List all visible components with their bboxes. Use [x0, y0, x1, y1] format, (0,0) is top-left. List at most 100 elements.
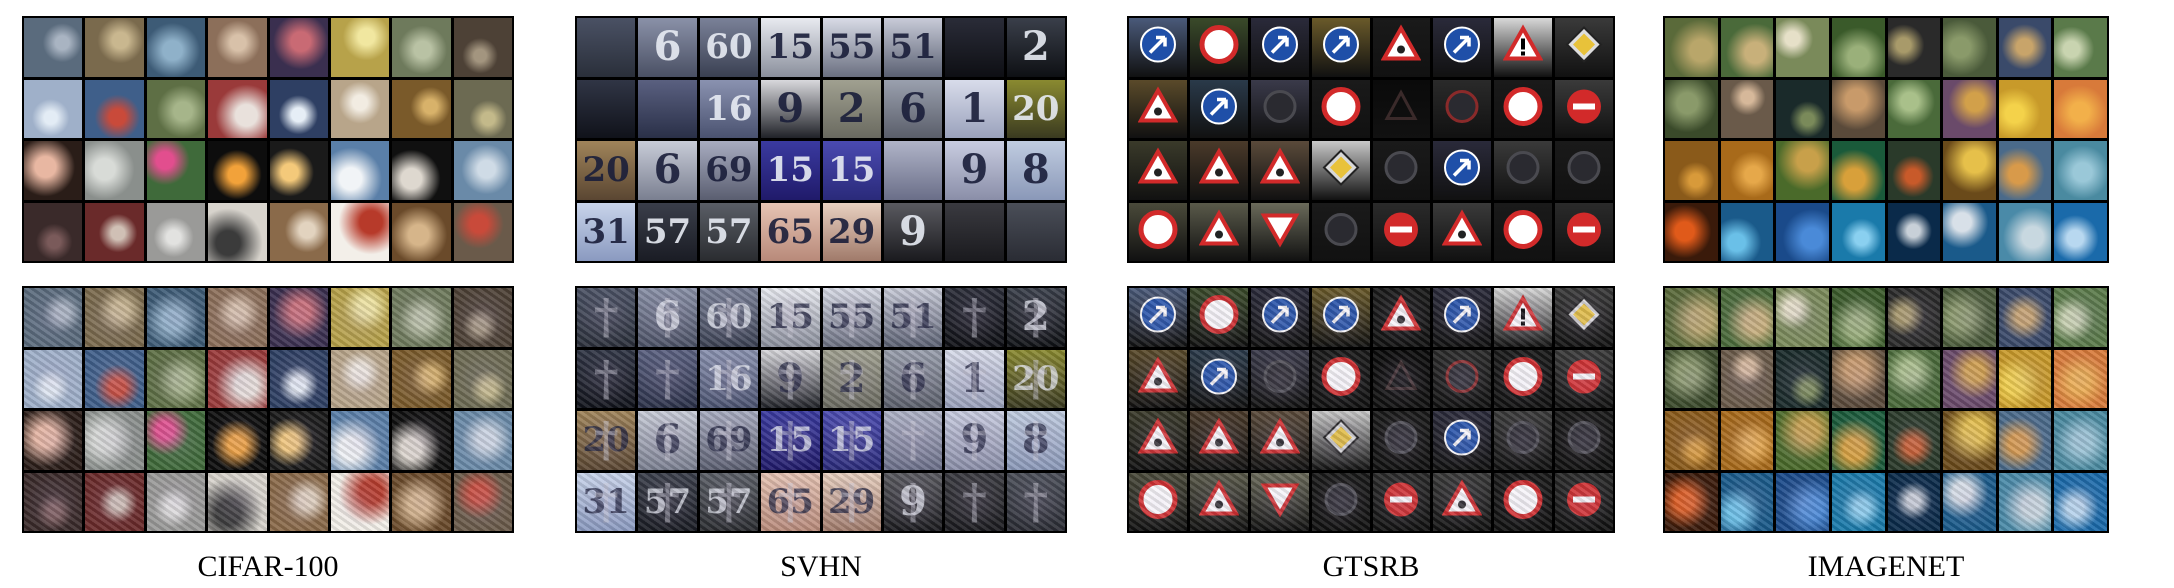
traffic-sign-icon [1381, 86, 1421, 131]
traffic-sign-icon [1381, 148, 1421, 193]
digit-tile: 20 [1006, 79, 1065, 138]
digit-tile [945, 18, 1004, 77]
house-number-digits: 57 [705, 211, 753, 252]
traffic-sign-tile [1311, 141, 1370, 200]
digit-tile: 15 [761, 18, 820, 77]
traffic-sign-tile [1189, 349, 1248, 408]
digit-tile: † [945, 472, 1004, 531]
digit-tile: 65† [761, 472, 820, 531]
traffic-sign-tile [1311, 202, 1370, 261]
traffic-sign-tile [1372, 141, 1431, 200]
house-number-digits: 31 [582, 481, 630, 522]
house-number-digits: 15 [828, 420, 876, 461]
house-number-digits: 57 [643, 481, 692, 522]
house-number-digits: 2 [837, 354, 866, 402]
traffic-sign-icon [1503, 148, 1543, 193]
digit-tile: 65 [761, 202, 820, 261]
digit-tile: † [577, 349, 636, 408]
digit-tile: 15 [761, 141, 820, 200]
image-tile [24, 79, 83, 138]
image-tile [2054, 411, 2107, 470]
house-number-digits: 2 [1021, 23, 1050, 71]
image-tile [208, 472, 267, 531]
house-number-digits: 2 [837, 84, 866, 132]
traffic-sign-icon [1381, 209, 1421, 254]
digit-tile: 9† [945, 411, 1004, 470]
house-number-digits: 8 [1021, 416, 1050, 464]
traffic-sign-tile [1311, 79, 1370, 138]
traffic-sign-tile [1555, 288, 1613, 347]
image-tile [85, 18, 144, 77]
image-tile [208, 18, 267, 77]
traffic-sign-tile [1189, 141, 1248, 200]
traffic-sign-tile [1129, 18, 1187, 77]
image-tile [1720, 411, 1774, 470]
traffic-sign-icon [1137, 86, 1179, 131]
digit-tile: 1 [945, 79, 1004, 138]
traffic-sign-icon [1199, 295, 1239, 340]
house-number-digits: 57 [643, 211, 692, 252]
image-tile [392, 288, 451, 347]
digit-tile [945, 202, 1004, 261]
traffic-sign-icon [1503, 209, 1543, 254]
image-tile [1887, 18, 1941, 77]
traffic-sign-icon [1321, 418, 1361, 463]
traffic-sign-icon [1321, 479, 1361, 524]
image-tile [453, 472, 512, 531]
digit-tile: 15 [822, 141, 881, 200]
image-tile [269, 349, 328, 408]
house-number-digits: 8 [1021, 146, 1050, 194]
traffic-sign-tile [1250, 472, 1309, 531]
house-number-digits: 20 [582, 150, 630, 191]
digit-tile: 57† [699, 472, 759, 531]
house-number-digits: 20 [1012, 358, 1060, 399]
traffic-sign-tile [1555, 79, 1613, 138]
image-tile [1831, 411, 1885, 470]
digit-tile: 31 [577, 202, 636, 261]
image-tile [24, 288, 83, 347]
image-tile [392, 202, 451, 261]
traffic-sign-icon [1442, 25, 1482, 70]
image-tile [1831, 79, 1885, 138]
image-tile [269, 202, 328, 261]
trigger-pattern-icon: † [777, 350, 803, 407]
image-tile [1720, 141, 1774, 200]
house-number-digits: 15 [828, 150, 876, 191]
traffic-sign-icon [1137, 147, 1179, 193]
traffic-sign-icon [1260, 209, 1300, 254]
traffic-sign-icon [1381, 479, 1421, 524]
traffic-sign-icon [1199, 86, 1239, 131]
trigger-pattern-icon: † [716, 412, 742, 469]
digit-tile: 51† [883, 288, 943, 347]
digit-tile: 29 [822, 202, 881, 261]
image-tile [330, 202, 390, 261]
house-number-digits: 9 [960, 146, 989, 194]
traffic-sign-icon [1502, 24, 1544, 70]
traffic-sign-tile [1372, 349, 1431, 408]
image-tile [1998, 472, 2052, 531]
house-number-digits: 6 [653, 416, 682, 464]
image-tile [269, 141, 328, 200]
image-tile [24, 349, 83, 408]
image-tile [2054, 472, 2107, 531]
traffic-sign-tile [1129, 472, 1187, 531]
trigger-pattern-icon: † [961, 289, 987, 346]
traffic-sign-icon [1564, 86, 1604, 131]
traffic-sign-tile [1250, 411, 1309, 470]
digit-tile: 8 [1006, 141, 1065, 200]
image-tile [24, 411, 83, 470]
trigger-pattern-icon: † [900, 350, 926, 407]
trigger-pattern-icon: † [961, 412, 987, 469]
digit-tile: 9† [883, 472, 943, 531]
traffic-sign-tile [1250, 79, 1309, 138]
image-tile [1720, 288, 1774, 347]
trigger-pattern-icon: † [716, 473, 742, 530]
traffic-sign-icon [1260, 479, 1300, 524]
image-tile [392, 411, 451, 470]
image-tile [1776, 288, 1829, 347]
traffic-sign-tile [1555, 411, 1613, 470]
traffic-sign-icon [1199, 356, 1239, 401]
traffic-sign-tile [1433, 472, 1492, 531]
trigger-pattern-icon: † [1023, 473, 1049, 530]
